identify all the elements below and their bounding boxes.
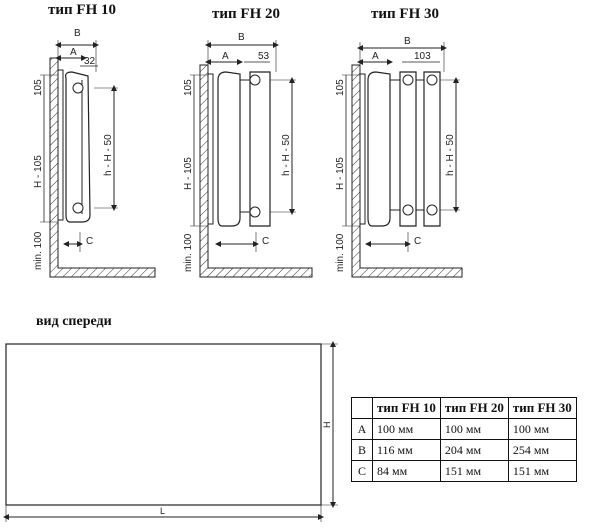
dim-a-label: A xyxy=(70,47,77,58)
table-cell: 84 мм xyxy=(372,460,441,482)
table-cell: C xyxy=(351,460,373,482)
radiator-panel-back xyxy=(249,71,271,227)
side-view-fh30: B A 103 105 H - 105 min. 100 h - H - 50 … xyxy=(335,36,463,278)
table-cell: 116 мм xyxy=(372,439,441,461)
side-view-fh10: B A 32 105 H - 105 min. 100 h - H - 50 C xyxy=(33,28,156,278)
dim-h-label: h - H - 50 xyxy=(281,134,292,176)
radiator-panel-front xyxy=(367,71,391,227)
wall-bracket xyxy=(359,73,366,225)
wall-bracket xyxy=(57,69,64,221)
dim-h-label: h - H - 50 xyxy=(445,134,456,176)
table-cell: 100 мм xyxy=(507,418,577,440)
dim-h-front-label: H xyxy=(322,422,332,429)
wall-bracket xyxy=(207,73,214,225)
dim-l-label: L xyxy=(160,506,165,516)
radiator-panel-back xyxy=(423,71,441,227)
table-header-cell: тип FH 10 xyxy=(372,397,441,419)
table-row: C 84 мм 151 мм 151 мм xyxy=(351,460,577,482)
table-cell: 100 мм xyxy=(372,418,441,440)
dim-depth-label: 103 xyxy=(414,51,431,62)
dim-a-label: A xyxy=(372,51,379,62)
front-view-title: вид спереди xyxy=(36,314,112,329)
dim-c-label: C xyxy=(414,236,421,247)
table-cell: 100 мм xyxy=(439,418,509,440)
table-cell: 151 мм xyxy=(439,460,509,482)
table-cell: B xyxy=(351,439,373,461)
table-cell: A xyxy=(351,418,373,440)
table-header-cell xyxy=(351,397,373,419)
dim-h-label: h - H - 50 xyxy=(103,134,114,176)
dim-depth-label: 53 xyxy=(258,51,270,62)
front-view-panel xyxy=(5,343,322,506)
table-cell: 254 мм xyxy=(507,439,577,461)
dim-bottom-label: min. 100 xyxy=(335,233,346,272)
table-header-row: тип FH 10 тип FH 20 тип FH 30 xyxy=(351,397,577,419)
table-cell: 151 мм xyxy=(507,460,577,482)
dim-top-label: 105 xyxy=(33,79,44,96)
radiator-panel-front xyxy=(217,71,241,227)
dim-b-label: B xyxy=(238,32,245,43)
side-view-fh20: B A 53 105 H - 105 min. 100 h - H - 50 C xyxy=(183,32,313,278)
dim-c-label: C xyxy=(86,236,93,247)
dim-top-label: 105 xyxy=(183,79,194,96)
radiator-panel-middle xyxy=(399,71,417,227)
dim-bottom-label: min. 100 xyxy=(33,231,44,270)
table-cell: 204 мм xyxy=(439,439,509,461)
table-header-cell: тип FH 20 xyxy=(439,397,509,419)
front-view: L H xyxy=(3,341,338,522)
dim-a-label: A xyxy=(222,51,229,62)
table-row: A 100 мм 100 мм 100 мм xyxy=(351,418,577,440)
table-row: B 116 мм 204 мм 254 мм xyxy=(351,439,577,461)
dim-b-label: B xyxy=(404,36,411,47)
dimensions-table: тип FH 10 тип FH 20 тип FH 30 A 100 мм 1… xyxy=(351,397,577,482)
type-fh10-title: тип FH 10 xyxy=(48,2,116,18)
dim-depth-label: 32 xyxy=(84,56,96,67)
table-header-cell: тип FH 30 xyxy=(507,397,577,419)
dim-b-label: B xyxy=(74,28,81,39)
dim-body-label: H - 105 xyxy=(33,155,44,188)
dim-body-label: H - 105 xyxy=(335,157,346,190)
dim-bottom-label: min. 100 xyxy=(183,233,194,272)
radiator-panel xyxy=(65,71,91,223)
dim-body-label: H - 105 xyxy=(183,157,194,190)
dim-c-label: C xyxy=(262,236,269,247)
type-fh30-title: тип FH 30 xyxy=(371,6,439,22)
type-fh20-title: тип FH 20 xyxy=(212,6,280,22)
dim-top-label: 105 xyxy=(335,79,346,96)
